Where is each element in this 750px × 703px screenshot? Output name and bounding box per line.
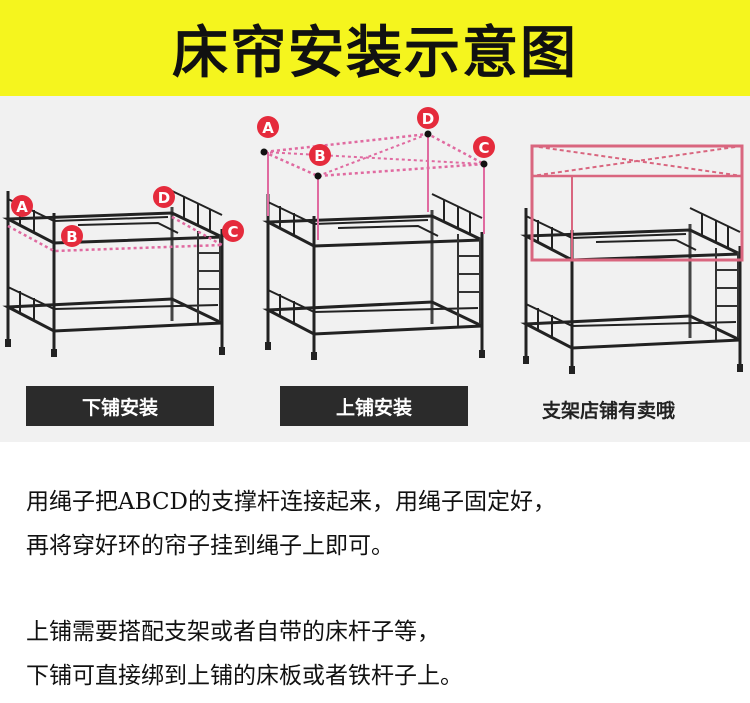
svg-text:D: D [158, 189, 170, 207]
svg-text:A: A [262, 119, 274, 137]
marker-c-lower: C [222, 220, 244, 242]
svg-text:B: B [314, 147, 325, 165]
marker-b-upper: B [309, 144, 331, 166]
marker-d-lower: D [153, 186, 175, 208]
marker-b-lower: B [61, 225, 83, 247]
instruction-line: 上铺需要搭配支架或者自带的床杆子等， [26, 619, 440, 645]
svg-text:A: A [16, 198, 28, 216]
stand-caption: 支架店铺有卖哦 [542, 400, 676, 422]
marker-a-upper: A [257, 116, 279, 138]
marker-a-lower: A [11, 195, 33, 217]
marker-c-upper: C [473, 136, 495, 158]
diagram-panel: A B D C A B D C 下铺安装 [0, 96, 750, 442]
svg-text:C: C [227, 223, 238, 241]
marker-d-upper: D [417, 107, 439, 129]
svg-text:D: D [422, 110, 434, 128]
page-title: 床帘安装示意图 [172, 20, 578, 86]
svg-text:B: B [66, 228, 77, 246]
upper-bunk-diagram [259, 130, 489, 362]
stand-bunk-diagram [521, 144, 745, 376]
title-banner: 床帘安装示意图 [0, 0, 750, 96]
upper-bunk-caption: 上铺安装 [280, 386, 468, 426]
instructions-paragraph-1: 用绳子把ABCD的支撑杆连接起来，用绳子固定好， 再将穿好环的帘子挂到绳子上即可… [26, 480, 736, 568]
svg-text:C: C [478, 139, 489, 157]
instruction-line: 下铺可直接绑到上铺的床板或者铁杆子上。 [26, 663, 463, 689]
instruction-line: 用绳子把ABCD的支撑杆连接起来，用绳子固定好， [26, 489, 556, 515]
lower-bunk-diagram [3, 189, 227, 359]
lower-bunk-caption: 下铺安装 [26, 386, 214, 426]
instructions-paragraph-2: 上铺需要搭配支架或者自带的床杆子等， 下铺可直接绑到上铺的床板或者铁杆子上。 [26, 610, 736, 698]
instruction-line: 再将穿好环的帘子挂到绳子上即可。 [26, 533, 394, 559]
bunk-bed-diagrams: A B D C A B D C [3, 107, 745, 376]
